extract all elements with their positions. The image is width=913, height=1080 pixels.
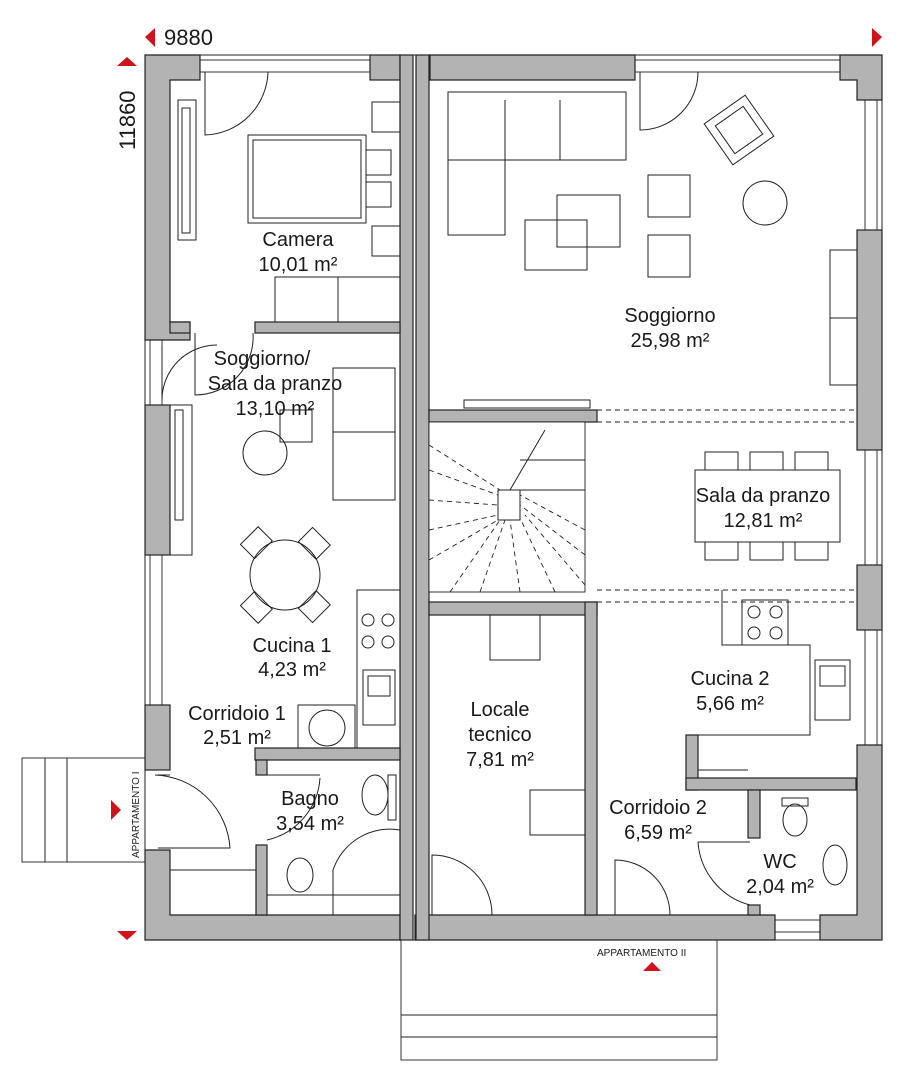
room-name: Sala da pranzo xyxy=(208,373,343,395)
staircase xyxy=(428,409,857,603)
arrow-right-icon xyxy=(872,28,882,47)
room-area: 4,23 m² xyxy=(258,659,326,681)
apartment-label-1: APPARTAMENTO I xyxy=(131,772,142,859)
arrow-up-icon xyxy=(117,57,137,66)
entrance-steps-left xyxy=(21,757,146,863)
entrance-steps-bottom xyxy=(400,939,718,1061)
doors xyxy=(154,71,751,916)
furniture xyxy=(169,91,858,916)
room-labels: Camera 10,01 m² Soggiorno/ Sala da pranz… xyxy=(188,229,830,898)
dimension-markers xyxy=(111,28,882,971)
room-name: Corridoio 2 xyxy=(609,797,707,819)
room-area: 7,81 m² xyxy=(466,749,534,771)
windows xyxy=(149,59,878,933)
room-area: 5,66 m² xyxy=(696,693,764,715)
apartment-label-2: APPARTAMENTO II xyxy=(597,948,686,959)
room-name: Camera xyxy=(262,229,334,251)
room-name: Sala da pranzo xyxy=(696,485,831,507)
room-name: Cucina 2 xyxy=(691,668,770,690)
room-area: 2,04 m² xyxy=(746,876,814,898)
room-area: 10,01 m² xyxy=(259,254,338,276)
arrow-down-icon xyxy=(117,931,137,940)
width-dimension: 9880 xyxy=(164,25,213,50)
room-area: 25,98 m² xyxy=(631,330,710,352)
entrance-arrow-icon xyxy=(111,800,121,820)
room-area: 13,10 m² xyxy=(236,398,315,420)
room-area: 3,54 m² xyxy=(276,813,344,835)
room-name: Soggiorno xyxy=(624,305,715,327)
room-area: 6,59 m² xyxy=(624,822,692,844)
room-name: WC xyxy=(763,851,796,873)
room-area: 12,81 m² xyxy=(724,510,803,532)
arrow-left-icon xyxy=(145,28,155,47)
room-area: 2,51 m² xyxy=(203,727,271,749)
room-name: Locale xyxy=(471,699,530,721)
room-name: Corridoio 1 xyxy=(188,703,286,725)
room-name: tecnico xyxy=(468,724,531,746)
walls xyxy=(144,54,883,941)
height-dimension: 11860 xyxy=(115,90,140,150)
room-name: Cucina 1 xyxy=(253,635,332,657)
room-name: Bagno xyxy=(281,788,339,810)
entrance-arrow-icon xyxy=(643,962,661,971)
room-name: Soggiorno/ xyxy=(214,348,311,370)
